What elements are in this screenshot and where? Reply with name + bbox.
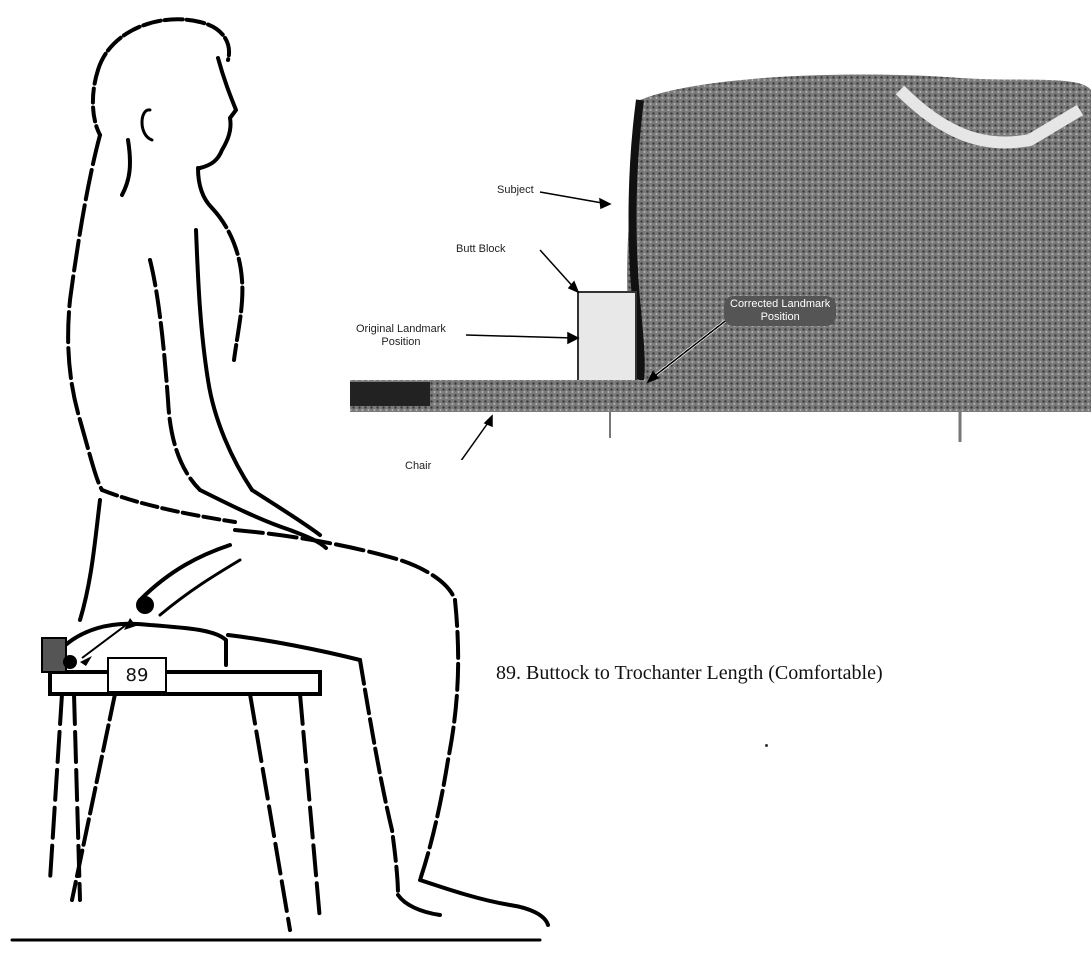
- label-butt-block: Butt Block: [456, 243, 506, 255]
- label-original-landmark: Original Landmark Position: [356, 323, 446, 349]
- label-original-landmark-line2: Position: [381, 336, 420, 348]
- label-original-landmark-line1: Original Landmark: [356, 323, 446, 335]
- figure-caption: 89. Buttock to Trochanter Length (Comfor…: [496, 662, 883, 685]
- label-corrected-landmark: Corrected Landmark Position: [724, 296, 836, 326]
- label-corrected-landmark-line2: Position: [761, 311, 800, 323]
- label-chair: Chair: [405, 460, 431, 472]
- stray-dot: [765, 744, 768, 747]
- label-subject: Subject: [497, 184, 534, 196]
- label-corrected-landmark-line1: Corrected Landmark: [730, 298, 830, 310]
- landmark-photo: [340, 70, 1091, 460]
- measurement-number-badge: 89: [107, 657, 167, 693]
